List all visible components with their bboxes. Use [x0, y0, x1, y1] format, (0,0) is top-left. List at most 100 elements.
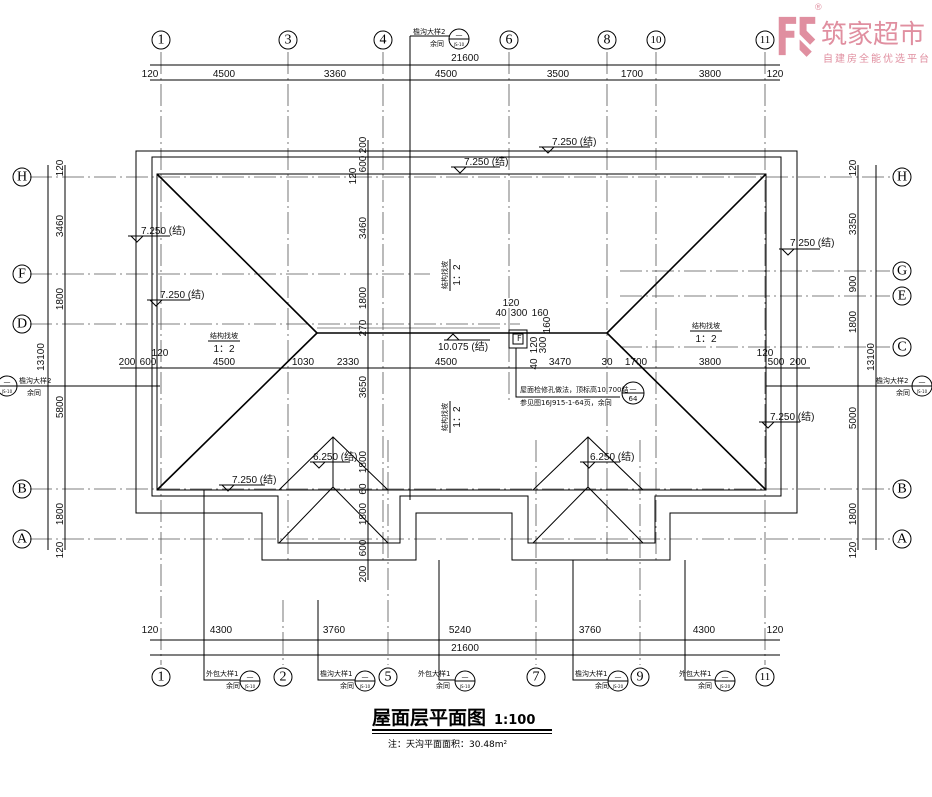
svg-text:7: 7: [533, 670, 540, 685]
svg-text:—: —: [247, 673, 254, 681]
svg-text:JS-20: JS-20: [612, 684, 624, 689]
axis-bubble: D: [12, 314, 32, 334]
svg-text:3460: 3460: [55, 214, 66, 237]
elevation-marker: 7.250 (结): [779, 236, 834, 256]
svg-text:—: —: [462, 673, 469, 681]
svg-text:30: 30: [601, 357, 613, 368]
svg-text:120: 120: [757, 348, 774, 359]
svg-text:檐沟大样2: 檐沟大样2: [876, 376, 908, 385]
axis-bubble: 1: [151, 667, 171, 687]
svg-text:外包大样1: 外包大样1: [206, 669, 238, 678]
elevation-marker: 7.250 (结): [759, 410, 814, 429]
svg-text:1030: 1030: [292, 357, 315, 368]
svg-text:21600: 21600: [451, 643, 479, 654]
elevation-marker: 7.250 (结): [539, 135, 596, 154]
svg-text:B: B: [897, 482, 906, 497]
svg-text:檐沟大样2: 檐沟大样2: [413, 27, 445, 36]
svg-text:结构找坡: 结构找坡: [440, 403, 449, 431]
svg-text:—: —: [722, 673, 729, 681]
svg-text:6: 6: [506, 33, 513, 48]
svg-text:120: 120: [55, 541, 66, 558]
axis-bubble: G: [892, 261, 912, 281]
elevation-marker: 6.250 (结): [310, 450, 357, 469]
axis-bubble: 11: [755, 30, 775, 50]
svg-text:200: 200: [119, 357, 136, 368]
svg-text:4500: 4500: [213, 357, 236, 368]
svg-text:F: F: [517, 334, 522, 343]
dimension-texts: 21600 120 4500 3360 4500 3500 1700 3800 …: [36, 53, 877, 654]
svg-text:120: 120: [767, 625, 784, 636]
axis-bubble: 1: [151, 30, 171, 50]
svg-text:余同: 余同: [698, 681, 712, 690]
svg-text:2330: 2330: [337, 357, 360, 368]
svg-text:1800: 1800: [358, 286, 369, 309]
svg-text:40: 40: [495, 308, 507, 319]
axis-bubble: H: [12, 167, 32, 187]
axis-bubble: 4: [373, 30, 393, 50]
svg-text:160: 160: [542, 316, 553, 333]
svg-text:3800: 3800: [699, 357, 722, 368]
svg-text:300: 300: [538, 336, 549, 353]
svg-text:屋面检修孔做法，顶标高10.700结: 屋面检修孔做法，顶标高10.700结: [520, 385, 629, 394]
svg-text:余同: 余同: [896, 388, 910, 397]
svg-text:13100: 13100: [36, 343, 47, 371]
axis-bubbles-right: H G E C B A: [892, 167, 912, 549]
svg-text:3760: 3760: [323, 625, 346, 636]
brand-name: 筑家超市: [821, 20, 926, 50]
svg-text:1700: 1700: [621, 69, 644, 80]
axis-bubble: B: [892, 479, 912, 499]
svg-text:结构找坡: 结构找坡: [440, 261, 449, 289]
svg-text:900: 900: [848, 275, 859, 292]
axis-bubble: H: [892, 167, 912, 187]
svg-text:7.250 (结): 7.250 (结): [141, 224, 185, 237]
svg-text:D: D: [17, 317, 27, 332]
svg-text:120: 120: [152, 348, 169, 359]
svg-text:余同: 余同: [430, 39, 444, 48]
axis-bubble: 3: [278, 30, 298, 50]
elevation-marker: 7.250 (结): [451, 155, 508, 174]
svg-text:3460: 3460: [358, 216, 369, 239]
svg-text:200: 200: [358, 136, 369, 153]
svg-text:4500: 4500: [435, 69, 458, 80]
svg-text:200: 200: [790, 357, 807, 368]
svg-text:600: 600: [358, 155, 369, 172]
elevation-markers: 7.250 (结) 7.250 (结) 7.250 (结) 7.250 (结) …: [128, 135, 834, 492]
svg-text:1：2: 1：2: [452, 264, 463, 286]
svg-text:3760: 3760: [579, 625, 602, 636]
svg-text:3470: 3470: [549, 357, 572, 368]
svg-text:7.250 (结): 7.250 (结): [160, 288, 204, 301]
axis-bubble: E: [892, 286, 912, 306]
svg-text:檐沟大样1: 檐沟大样1: [575, 669, 607, 678]
hatch-callout: F 屋面检修孔做法，顶标高10.700结 参见图16J915-1-64页，余同 …: [517, 334, 638, 407]
svg-text:H: H: [897, 170, 907, 185]
grid-lines: [30, 52, 890, 665]
elevation-marker: 10.075 (结): [438, 333, 490, 353]
svg-text:A: A: [897, 532, 908, 547]
svg-text:600: 600: [358, 539, 369, 556]
axis-bubble: A: [892, 529, 912, 549]
svg-text:1800: 1800: [848, 502, 859, 525]
svg-text:7.250 (结): 7.250 (结): [464, 155, 508, 168]
axis-bubble: 5: [378, 667, 398, 687]
svg-text:120: 120: [55, 159, 66, 176]
svg-text:C: C: [897, 340, 906, 355]
svg-text:1800: 1800: [358, 450, 369, 473]
svg-text:檐沟大样2: 檐沟大样2: [19, 376, 51, 385]
svg-text:—: —: [630, 385, 637, 393]
svg-text:10: 10: [651, 34, 663, 46]
axis-bubble: 10: [646, 30, 666, 50]
drawing-scale: 1:100: [494, 713, 536, 728]
svg-text:B: B: [17, 482, 26, 497]
svg-text:JS-10: JS-10: [244, 684, 256, 689]
svg-text:JS-10: JS-10: [459, 684, 471, 689]
elevation-marker: 7.250 (结): [128, 224, 185, 243]
svg-text:64: 64: [629, 395, 638, 403]
